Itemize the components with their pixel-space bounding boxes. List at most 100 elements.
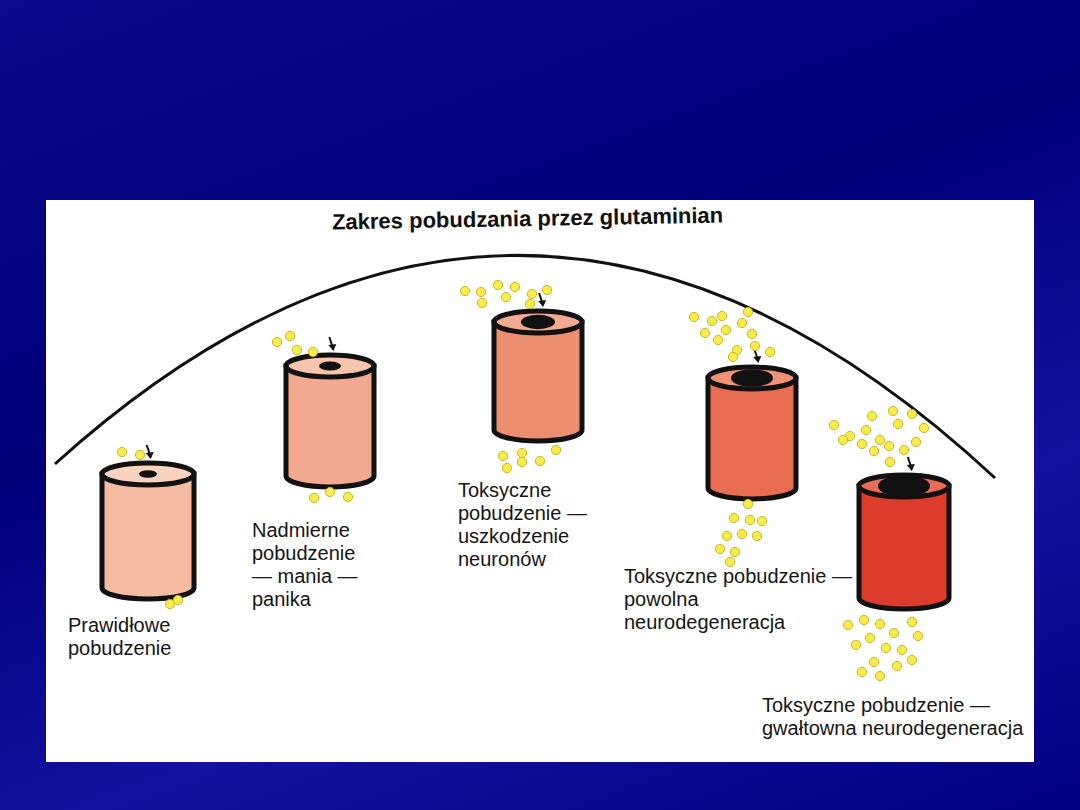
glutamate-dot	[875, 671, 884, 680]
neuron-cylinder	[708, 349, 796, 499]
glutamate-dot	[752, 531, 761, 540]
glutamate-dot	[517, 448, 526, 457]
glutamate-dot	[869, 657, 878, 666]
cylinders	[102, 293, 949, 609]
stage-label: Prawidłowe pobudzenie	[68, 614, 208, 660]
glutamate-dot	[899, 445, 908, 454]
glutamate-dot	[501, 292, 510, 301]
glutamate-dot	[747, 329, 756, 338]
glutamate-dot	[325, 487, 334, 496]
channel-pore	[878, 475, 930, 497]
glutamate-dot	[843, 620, 852, 629]
neuron-cylinder	[286, 337, 374, 487]
glutamate-dot	[737, 529, 746, 538]
cylinder-body	[708, 378, 796, 499]
cylinder-top	[102, 463, 194, 485]
neuron-cylinder	[102, 445, 194, 599]
glutamate-dot	[745, 515, 754, 524]
glutamate-dot	[717, 311, 726, 320]
cylinder-top	[286, 355, 374, 377]
glutamate-dot	[851, 640, 860, 649]
glutamate-dot	[309, 493, 318, 502]
glutamate-dot	[907, 409, 916, 418]
cylinder-body	[102, 474, 194, 599]
glutamate-dot	[700, 328, 709, 337]
glutamate-dot	[913, 631, 922, 640]
glutamate-dot	[527, 289, 536, 298]
cylinder-body	[286, 366, 374, 487]
glutamate-dot	[517, 457, 526, 466]
stage-label: Toksyczne pobudzenie — powolna neurodege…	[624, 565, 864, 634]
arrow-head	[753, 356, 761, 363]
channel-pore	[139, 470, 157, 478]
range-arc	[55, 255, 995, 478]
glutamate-dot	[737, 318, 746, 327]
glutamate-dot	[498, 451, 507, 460]
glutamate-dot	[750, 341, 759, 350]
glutamate-dot	[881, 643, 890, 652]
glutamate-dot	[730, 547, 739, 556]
glutamate-dot	[743, 499, 752, 508]
glutamate-dot	[460, 286, 469, 295]
glutamate-dot	[729, 513, 738, 522]
stage-label: Toksyczne pobudzenie — gwałtowna neurode…	[762, 694, 1024, 740]
glutamate-dot	[897, 645, 906, 654]
glutamate-dot	[272, 337, 281, 346]
glutamate-dot	[884, 441, 893, 450]
glutamate-dot	[542, 285, 551, 294]
glutamate-dot	[859, 615, 868, 624]
glutamate-dot	[857, 439, 866, 448]
glutamate-dot	[743, 307, 752, 316]
glutamate-dot	[869, 446, 878, 455]
neuron-cylinder	[494, 293, 582, 441]
glutamate-dot	[875, 619, 884, 628]
glutamate-dot	[889, 628, 898, 637]
glutamate-dot	[525, 299, 534, 308]
cylinder-body	[494, 322, 582, 441]
neuron-cylinder	[859, 457, 949, 609]
glutamate-dot	[892, 661, 901, 670]
glutamate-dot	[707, 316, 716, 325]
glutamate-dot	[875, 435, 884, 444]
glutamate-dot	[838, 435, 847, 444]
glutamate-dot	[135, 450, 144, 459]
glutamate-dot	[757, 516, 766, 525]
glutamate-dot	[477, 298, 486, 307]
cylinder-top	[708, 367, 796, 389]
cylinder-top	[859, 475, 949, 497]
glutamate-dot	[502, 463, 511, 472]
cylinder-top	[494, 311, 582, 333]
glutamate-dot	[292, 345, 301, 354]
channel-pore	[521, 315, 555, 329]
stage-label: Nadmierne pobudzenie — mania — panika	[252, 519, 377, 611]
glutamate-dot	[865, 633, 874, 642]
glutamate-dot	[885, 457, 894, 466]
glutamate-dot	[476, 287, 485, 296]
glutamate-dot	[867, 411, 876, 420]
channel-pore	[731, 369, 773, 387]
glutamate-dot	[308, 347, 317, 356]
glutamate-dot	[829, 420, 838, 429]
glutamate-dot	[285, 331, 294, 340]
glutamate-dot	[907, 617, 916, 626]
glutamate-dot	[173, 595, 182, 604]
arrow-head	[538, 300, 546, 307]
glutamate-dot	[911, 437, 920, 446]
channel-pore	[319, 361, 341, 370]
arrow-head	[328, 344, 336, 351]
glutamate-dot	[493, 280, 502, 289]
glutamate-dot	[689, 312, 698, 321]
glutamate-dot	[721, 325, 730, 334]
stage-label: Toksyczne pobudzenie — uszkodzenie neuro…	[458, 479, 608, 571]
glutamate-dot	[343, 492, 352, 501]
glutamate-dot	[728, 352, 737, 361]
glutamate-dot	[551, 445, 560, 454]
glutamate-dot	[907, 655, 916, 664]
glutamate-dot	[117, 447, 126, 456]
glutamate-dots	[117, 280, 928, 680]
glutamate-dot	[893, 419, 902, 428]
arrow-head	[907, 464, 915, 471]
glutamate-dot	[713, 335, 722, 344]
glutamate-dot	[510, 282, 519, 291]
